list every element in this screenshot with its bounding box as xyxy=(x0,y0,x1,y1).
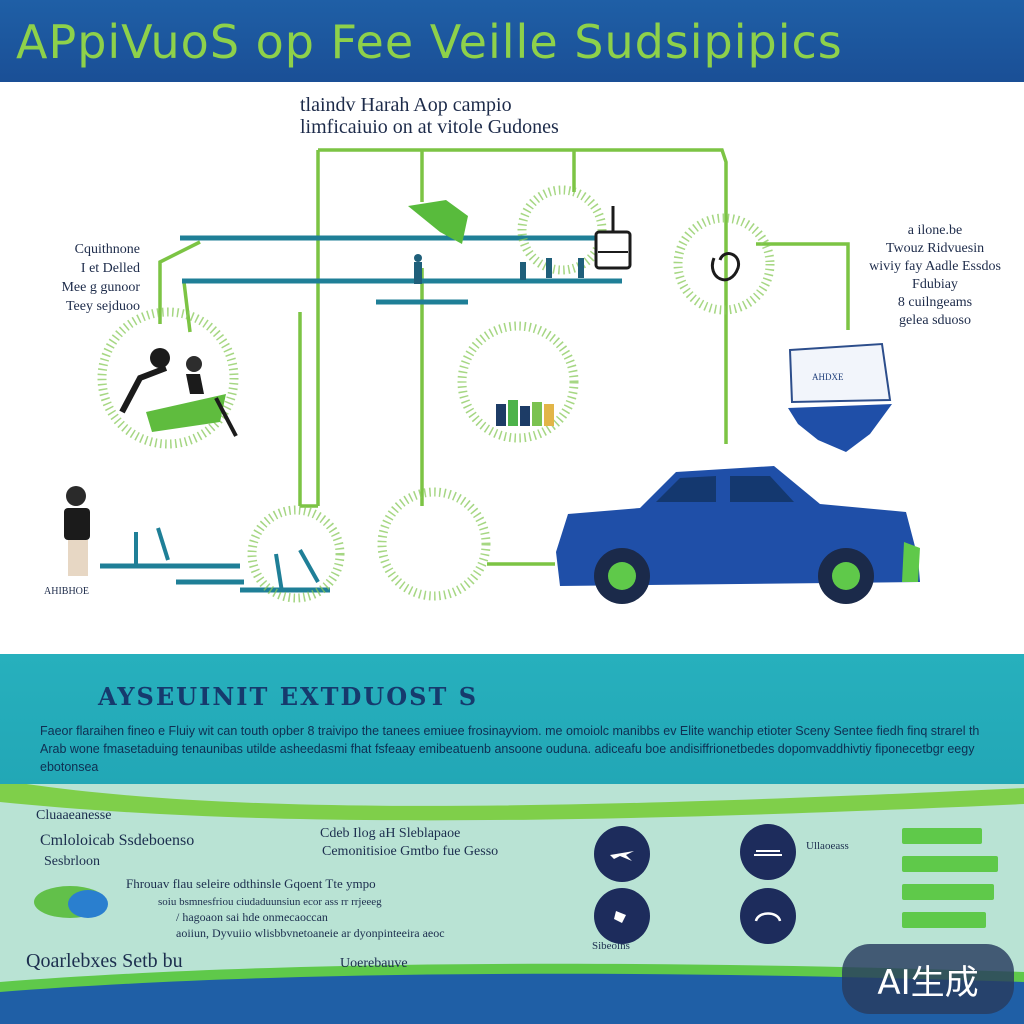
airplane-circle-icon xyxy=(594,826,650,882)
spiral-icon xyxy=(710,252,741,282)
legend-bar xyxy=(902,884,994,900)
center-line1: Cdeb Ilog aH Sleblapaoe xyxy=(320,826,461,841)
summary-paragraph: Faeor flaraihen fineo e Fluiy wit can to… xyxy=(40,724,980,774)
right-note-line: wiviy fay Aadle Essdos xyxy=(869,259,1001,274)
right-note-line: Fdubiay xyxy=(912,277,958,292)
header-banner: APpiVuoS op Fee Veille Sudsipipics xyxy=(0,0,1024,82)
right-note-line: gelea sduoso xyxy=(899,313,971,328)
left-note-line: Teey sejduoo xyxy=(65,299,140,314)
center-line5: / hagoaon sai hde onmecaoccan xyxy=(176,910,328,924)
page-title: APpiVuoS op Fee Veille Sudsipipics xyxy=(16,16,843,68)
center-line3: Fhrouav flau seleire odthinsle Gqoent Tt… xyxy=(126,876,376,891)
diagram-subtitle-line2: limficaiuio on at vitole Gudones xyxy=(300,116,559,138)
briefcase-icon xyxy=(594,206,632,270)
people-group-icon xyxy=(414,254,584,284)
right-note-line: a ilone.be xyxy=(907,223,963,238)
bird-circle-icon xyxy=(594,888,650,944)
train-circle-icon xyxy=(740,824,796,880)
connector-diagram xyxy=(64,148,920,604)
left-note-line: Cquithnone xyxy=(74,242,140,257)
person-laptop-icon xyxy=(119,348,238,437)
right-note-block: a ilone.be Twouz Ridvuesin wiviy fay Aad… xyxy=(860,222,1010,330)
mini-bar-chart-icon xyxy=(496,400,554,426)
left-item-line1: Cluaaeanesse xyxy=(36,808,112,823)
person-caption: AHIBHOE xyxy=(44,586,89,597)
ai-generated-badge: AI生成 xyxy=(842,944,1014,1014)
summary-band: AYSEUINIT EXTDUOST S Faeor flaraihen fin… xyxy=(0,654,1024,784)
legend-bar xyxy=(902,912,986,928)
center-line2: Cemonitisioe Gmtbo fue Gesso xyxy=(322,844,499,859)
left-note-line: Mee g gunoor xyxy=(61,280,140,295)
center-footer: Uoerebauve xyxy=(340,956,408,971)
left-item-line3: Sesbrloon xyxy=(44,854,100,869)
bottom-section: Cluaaeanesse Cmloloicab Ssdeboenso Sesbr… xyxy=(0,784,1024,1024)
bottom-wave-graphic xyxy=(0,784,1024,1024)
decorative-circles xyxy=(97,185,775,603)
legend-bar xyxy=(902,828,982,844)
legend-bar xyxy=(902,856,998,872)
left-note-line: I et Delled xyxy=(80,261,140,276)
diagram-subtitle: tlaindv Harah Aop campio limficaiuio on … xyxy=(300,94,559,138)
lamp-icon xyxy=(408,200,468,244)
right-note-line: 8 cuilngeams xyxy=(897,295,973,310)
standing-person-icon xyxy=(64,486,90,576)
panel-caption: AHDXE xyxy=(812,372,844,382)
center-line4: soiu bsmnesfriou ciudaduunsiun ecor ass … xyxy=(158,896,382,908)
lab-equipment-icon xyxy=(134,527,320,593)
left-note-block: Cquithnone I et Delled Mee g gunoor Teey… xyxy=(40,240,140,316)
center-line6: aoiiun, Dyvuiio wlisbbvnetoaneie ar dyon… xyxy=(176,926,445,940)
teal-connector-lines xyxy=(100,235,622,593)
right-note-line: Twouz Ridvuesin xyxy=(885,241,985,256)
left-footer: Qoarlebxes Setb bu xyxy=(26,950,183,972)
info-panel-graphic xyxy=(788,342,892,452)
summary-heading: AYSEUINIT EXTDUOST S xyxy=(98,682,479,711)
bus-circle-icon xyxy=(740,888,796,944)
mid-label: Ullaoeass xyxy=(806,840,849,852)
car-illustration xyxy=(556,466,920,604)
green-connector-lines xyxy=(158,148,850,566)
diagram-area: tlaindv Harah Aop campio limficaiuio on … xyxy=(0,82,1024,654)
left-item-line2: Cmloloicab Ssdeboenso xyxy=(40,832,195,849)
diagram-subtitle-line1: tlaindv Harah Aop campio xyxy=(300,94,512,116)
